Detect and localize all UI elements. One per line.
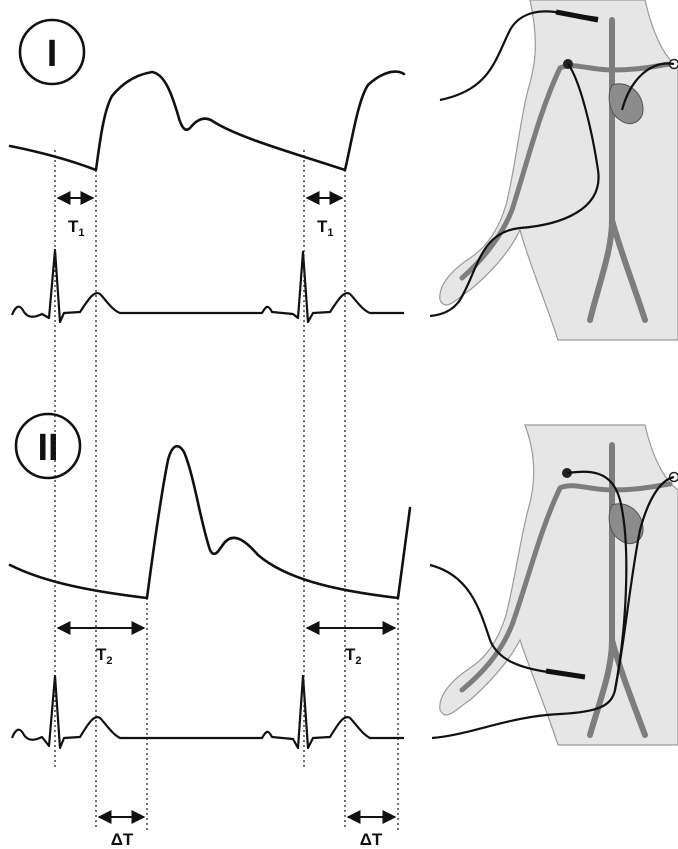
panel-2: II T2 T2 ΔT ΔT	[10, 340, 678, 849]
panel-2-numeral: II	[37, 427, 58, 469]
panel-1-numeral: I	[47, 33, 58, 75]
svg-text:T2: T2	[345, 645, 362, 667]
panel-1-interval-sub-left: 1	[78, 227, 84, 239]
panel-1-interval-label-right: T	[317, 217, 328, 236]
panel-1-interval-label-left: T	[68, 217, 79, 236]
delta-t-label-right: ΔT	[360, 830, 383, 849]
panel-2-interval-sub-left: 2	[106, 655, 112, 667]
delta-t-label-left: ΔT	[111, 830, 134, 849]
svg-text:T1: T1	[68, 217, 85, 239]
panel-1: I T1 T1	[10, 0, 678, 340]
svg-text:T2: T2	[96, 645, 113, 667]
panel-2-interval-sub-right: 2	[355, 655, 361, 667]
panel-2-body-illustration	[430, 425, 678, 745]
panel-2-interval-label-left: T	[96, 645, 107, 664]
panel-1-pressure-waveform	[10, 72, 404, 170]
svg-text:T1: T1	[317, 217, 334, 239]
panel-2-interval-label-right: T	[345, 645, 356, 664]
panel-1-body-illustration	[430, 0, 678, 340]
panel-1-interval-sub-right: 1	[327, 227, 333, 239]
